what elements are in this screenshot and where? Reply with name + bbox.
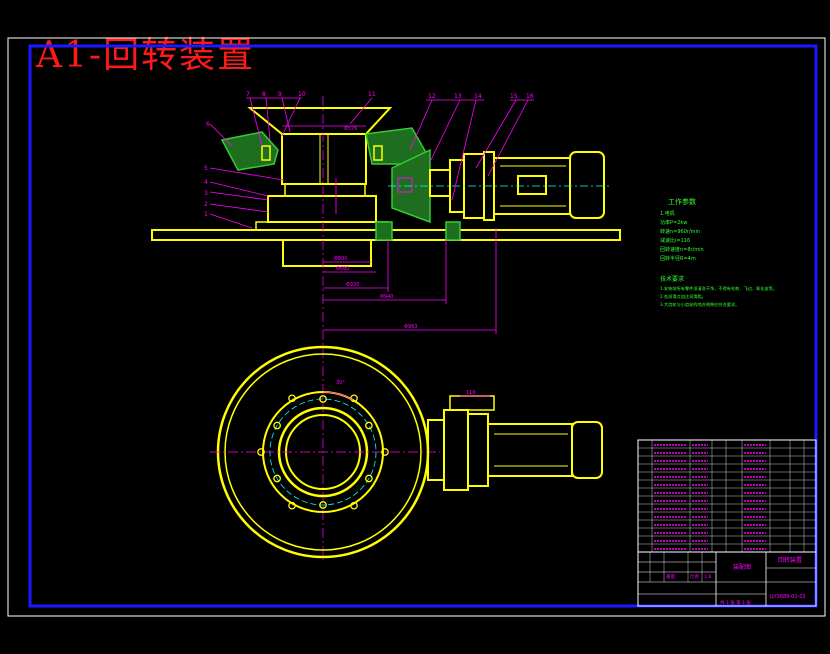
terminal-box: [517, 175, 547, 195]
title-block: 装配图 回转装置 JLY3688-01-02 共 1 张 第 1 张 比例 1:…: [637, 551, 817, 607]
svg-text:功率P=2kw: 功率P=2kw: [660, 219, 687, 226]
bearing-housing: [267, 195, 377, 223]
plan-flange: [427, 419, 445, 481]
outer-frame: [7, 37, 826, 617]
dim-1: Φ800: [334, 256, 347, 262]
inner-frame: [28, 44, 818, 608]
svg-text:1: 1: [204, 211, 208, 218]
bolt-hole: [350, 501, 358, 510]
lower-hub: [282, 239, 372, 267]
tech-params: 工作参数 1.电机 功率P=2kw 转速n=960r/min 减速比i=116 …: [660, 197, 704, 262]
tb-mass-hdr: 重量: [666, 573, 675, 580]
svg-text:13: 13: [454, 93, 462, 100]
tech-params-heading: 工作参数: [668, 197, 696, 206]
svg-text:2.各润滑点加注润滑脂。: 2.各润滑点加注润滑脂。: [660, 293, 706, 300]
tech-requirements: 技术要求 1.安装前所有零件须清洗干净，不得有毛刺、飞边、氧化皮等。 2.各润滑…: [660, 275, 777, 308]
bolt-hole: [365, 421, 373, 430]
svg-text:转速n=960r/min: 转速n=960r/min: [660, 228, 700, 235]
bolt-hole: [365, 474, 373, 483]
bolt-hole: [381, 448, 389, 456]
bolt-holes: [257, 394, 389, 510]
plan-base: [449, 395, 495, 411]
svg-text:9: 9: [278, 91, 282, 98]
bolt-hole: [319, 395, 327, 403]
balloon-labels: 1 2 3 4 5 6 7 8 9 10 11 12 13 14 15 16: [204, 91, 534, 218]
tb-assembly: 装配图: [733, 563, 751, 571]
svg-text:11: 11: [368, 91, 376, 98]
front-view: Φ576 Φ800 Φ880 Φ920 Φ940 Φ963: [151, 91, 621, 560]
tb-scale: 1:8: [704, 574, 711, 580]
tb-sheet: 共 1 张 第 1 张: [720, 599, 751, 606]
svg-text:4: 4: [204, 179, 208, 186]
svg-text:6: 6: [206, 121, 210, 128]
svg-text:回转速度n=8r/min: 回转速度n=8r/min: [660, 246, 704, 253]
dim-5: Φ963: [404, 324, 417, 330]
svg-text:3: 3: [204, 190, 208, 197]
tb-drawing-name: 回转装置: [778, 556, 802, 564]
hopper-neck: [281, 133, 367, 185]
tb-drawing-no: JLY3688-01-02: [769, 594, 806, 600]
svg-text:回转半径R=4m: 回转半径R=4m: [660, 255, 696, 262]
svg-text:5: 5: [204, 165, 208, 172]
dim-top: Φ576: [344, 126, 357, 132]
svg-text:1.安装前所有零件须清洗干净，不得有毛刺、飞边、氧化皮等。: 1.安装前所有零件须清洗干净，不得有毛刺、飞边、氧化皮等。: [660, 285, 777, 292]
svg-text:8: 8: [262, 91, 266, 98]
tb-scale-hdr: 比例: [690, 573, 699, 580]
tech-reqs-heading: 技术要求: [660, 275, 684, 283]
leader-lines: [209, 97, 534, 229]
plan-view: 30° 110: [210, 345, 603, 559]
dim-4: Φ940: [380, 294, 393, 300]
support-right: [445, 221, 461, 241]
plan-motor-body: [487, 423, 573, 477]
drawing-title: A1-回转装置: [36, 35, 256, 76]
reducer-flange: [429, 169, 451, 197]
parts-list: [637, 439, 817, 553]
slewing-ring: [284, 183, 366, 197]
hopper: [247, 107, 393, 135]
bearing-ring: [255, 221, 389, 231]
svg-text:15: 15: [510, 93, 518, 100]
svg-text:10: 10: [298, 91, 306, 98]
dim-2: Φ880: [336, 266, 349, 272]
bolt-hole: [257, 448, 265, 456]
bolt-hole: [350, 394, 358, 403]
dim-angle: 30°: [336, 380, 345, 386]
parts-list-rows: [638, 440, 816, 552]
svg-text:14: 14: [474, 93, 482, 100]
dim-3: Φ920: [346, 282, 359, 288]
svg-text:7: 7: [246, 91, 250, 98]
bolt-hole: [288, 501, 296, 510]
bolt-hole: [288, 394, 296, 403]
plan-reducer-2: [467, 413, 489, 487]
svg-text:3.大齿轮与小齿轮的啮合侧隙应符合要求。: 3.大齿轮与小齿轮的啮合侧隙应符合要求。: [660, 301, 739, 308]
svg-text:减速比i=116: 减速比i=116: [660, 237, 690, 244]
dim-motor-width: 110: [466, 390, 476, 396]
motor-end-cap: [569, 151, 605, 219]
dimension-lines: [282, 125, 497, 334]
bolt-hole: [273, 421, 281, 430]
plan-reducer-1: [443, 409, 469, 491]
svg-text:12: 12: [428, 93, 436, 100]
bolt-hole: [319, 501, 327, 509]
plan-motor-end: [571, 421, 603, 479]
svg-text:1.电机: 1.电机: [660, 210, 675, 217]
bolt-hole: [273, 474, 281, 483]
support-left: [375, 221, 393, 241]
svg-text:2: 2: [204, 201, 208, 208]
svg-text:16: 16: [526, 93, 534, 100]
